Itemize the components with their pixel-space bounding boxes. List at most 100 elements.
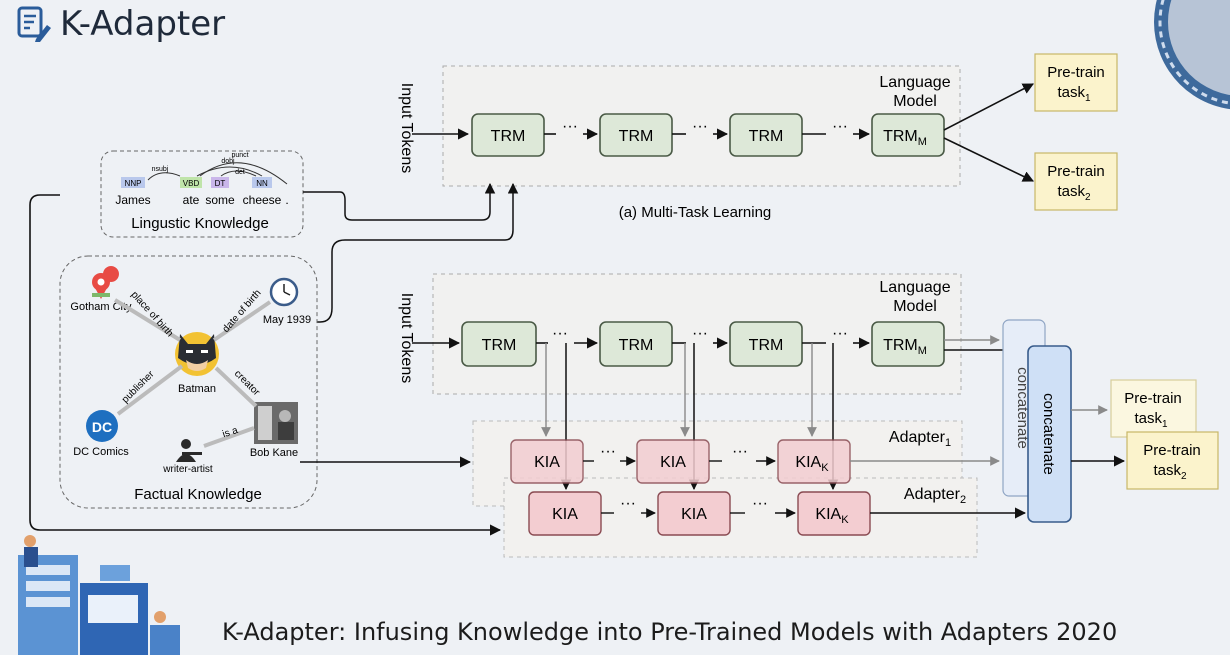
labels-ellipsis: ··· [600,443,616,460]
linguistic-title: Lingustic Knowledge [131,215,269,232]
blocks-kia: KIA [795,454,821,471]
trm-label: TRM [619,128,654,145]
blocks-kia: KIA [815,506,841,523]
input-tokens-label-top: Input Tokens [398,83,415,173]
pretrain-task-2-top [1034,152,1118,211]
language-model-label-top-2: Model [893,93,937,110]
labels-concatenate: concatenate [1014,367,1031,449]
pretrain-line1: Pre-train [1143,442,1201,459]
clock-icon [269,277,299,307]
pretrain-task-1-top [1034,53,1118,112]
pretrain-line1: Pre-train [1124,390,1182,407]
slide-caption: K-Adapter: Infusing Knowledge into Pre-T… [222,618,1118,646]
document-pen-icon [17,6,51,42]
factual-knowledge-box [59,255,318,509]
pretrain-line1: Pre-train [1047,163,1105,180]
trm-block-top-3 [729,113,803,157]
labels-concatenate: concatenate [1040,393,1057,475]
trm-block-bottom-3 [729,321,803,367]
factual-relations-isa: is a [221,425,240,440]
pretrain-task-1-bottom [1110,379,1197,438]
linguistic-arcs-0: nsubj [152,166,169,173]
pretrain-line2: task [1134,410,1162,427]
header: K-Adapter [14,4,225,44]
blocks-trm_m_sub: M [918,345,927,357]
linguistic-knowledge-box [100,150,304,238]
adapter-2-label: Adapter2 [904,486,966,506]
labels-adapter: Adapter [904,486,961,503]
ellipsis: ··· [692,325,708,342]
svg-text:KIAK: KIAK [815,506,849,526]
linguistic-arcs-3: punct [231,152,248,159]
svg-text:task1: task1 [1134,410,1168,430]
labels-adapter2_sub: 2 [960,494,966,506]
presenter-avatar [1154,0,1230,110]
multitask-caption: (a) Multi-Task Learning [619,204,772,221]
photo-icon [254,402,298,444]
ellipsis: ··· [562,118,578,135]
pretrain-sub2: 2 [1085,192,1091,203]
factual-entities-writer: writer-artist [162,464,213,475]
pretrain-sub2: 2 [1181,471,1187,482]
concatenate-bar-2 [1027,345,1072,523]
linguistic-words-1: ate [183,193,200,207]
ellipsis: ··· [692,118,708,135]
blocks-trm_m_sub: M [918,136,927,148]
language-model-label-top-1: Language [879,74,950,91]
pretrain-sub1: 1 [1162,419,1168,430]
blocks-kia_k_sub: K [841,514,849,526]
person-icon [176,439,202,462]
input-tokens-label-bottom: Input Tokens [398,293,415,383]
trm-block-top-2 [599,113,673,157]
trm-label: TRM [749,337,784,354]
factual-dc_logo: DC [92,419,112,435]
dc-logo-icon: DC [86,410,118,442]
trm-block-top-1 [471,113,545,157]
trm-label: TRM [619,337,654,354]
factual-entities-gotham: Gotham City [70,301,132,313]
labels-ellipsis: ··· [752,495,768,512]
ellipsis: ··· [832,118,848,135]
linguistic-arcs-2: det [235,169,245,176]
trm-block-bottom-2 [599,321,673,367]
blocks-kia: KIA [660,454,686,471]
factual-entities-bobkane: Bob Kane [250,447,298,459]
page-title: K-Adapter [60,4,226,44]
linguistic-words-4: . [285,193,288,207]
labels-adapter1_sub: 1 [945,437,951,449]
decorative-illustration [18,535,180,655]
blocks-kia_k_sub: K [821,462,829,474]
ellipsis: ··· [832,325,848,342]
pretrain-line2: task [1057,183,1085,200]
linguistic-words-2: some [205,193,235,207]
trm-m-block-top [871,113,945,157]
linguistic-arcs-1: dobj [221,158,235,165]
trm-block-bottom-1 [461,321,537,367]
trm-m-label: TRMM [883,128,927,148]
blocks-kia: KIA [552,506,578,523]
pretrain-line2: task [1153,462,1181,479]
linguistic-tags-1: VBD [183,179,200,188]
linguistic-words-3: cheese [243,193,282,207]
blocks-kia: KIA [681,506,707,523]
linguistic-tags-2: DT [215,179,226,188]
factual-entities-dc: DC Comics [73,446,129,458]
linguistic-tags-0: NNP [125,179,142,188]
pretrain-line2: task [1057,84,1085,101]
trm-label: TRM [749,128,784,145]
batman-icon [175,332,219,376]
language-model-label-bottom-1: Language [879,279,950,296]
svg-text:task2: task2 [1153,462,1187,482]
pretrain-line2: task2 [1057,183,1091,203]
labels-adapter: Adapter [889,429,946,446]
factual-title: Factual Knowledge [134,486,262,503]
trm-m-label: TRMM [883,337,927,357]
trm-label: TRM [482,337,517,354]
linguistic-tags-3: NN [256,179,268,188]
trm-label: TRM [491,128,526,145]
factual-entities-may: May 1939 [263,314,311,326]
svg-text:KIAK: KIAK [795,454,829,474]
pretrain-line1: Pre-train [1047,64,1105,81]
blocks-trm_m: TRM [883,128,918,145]
